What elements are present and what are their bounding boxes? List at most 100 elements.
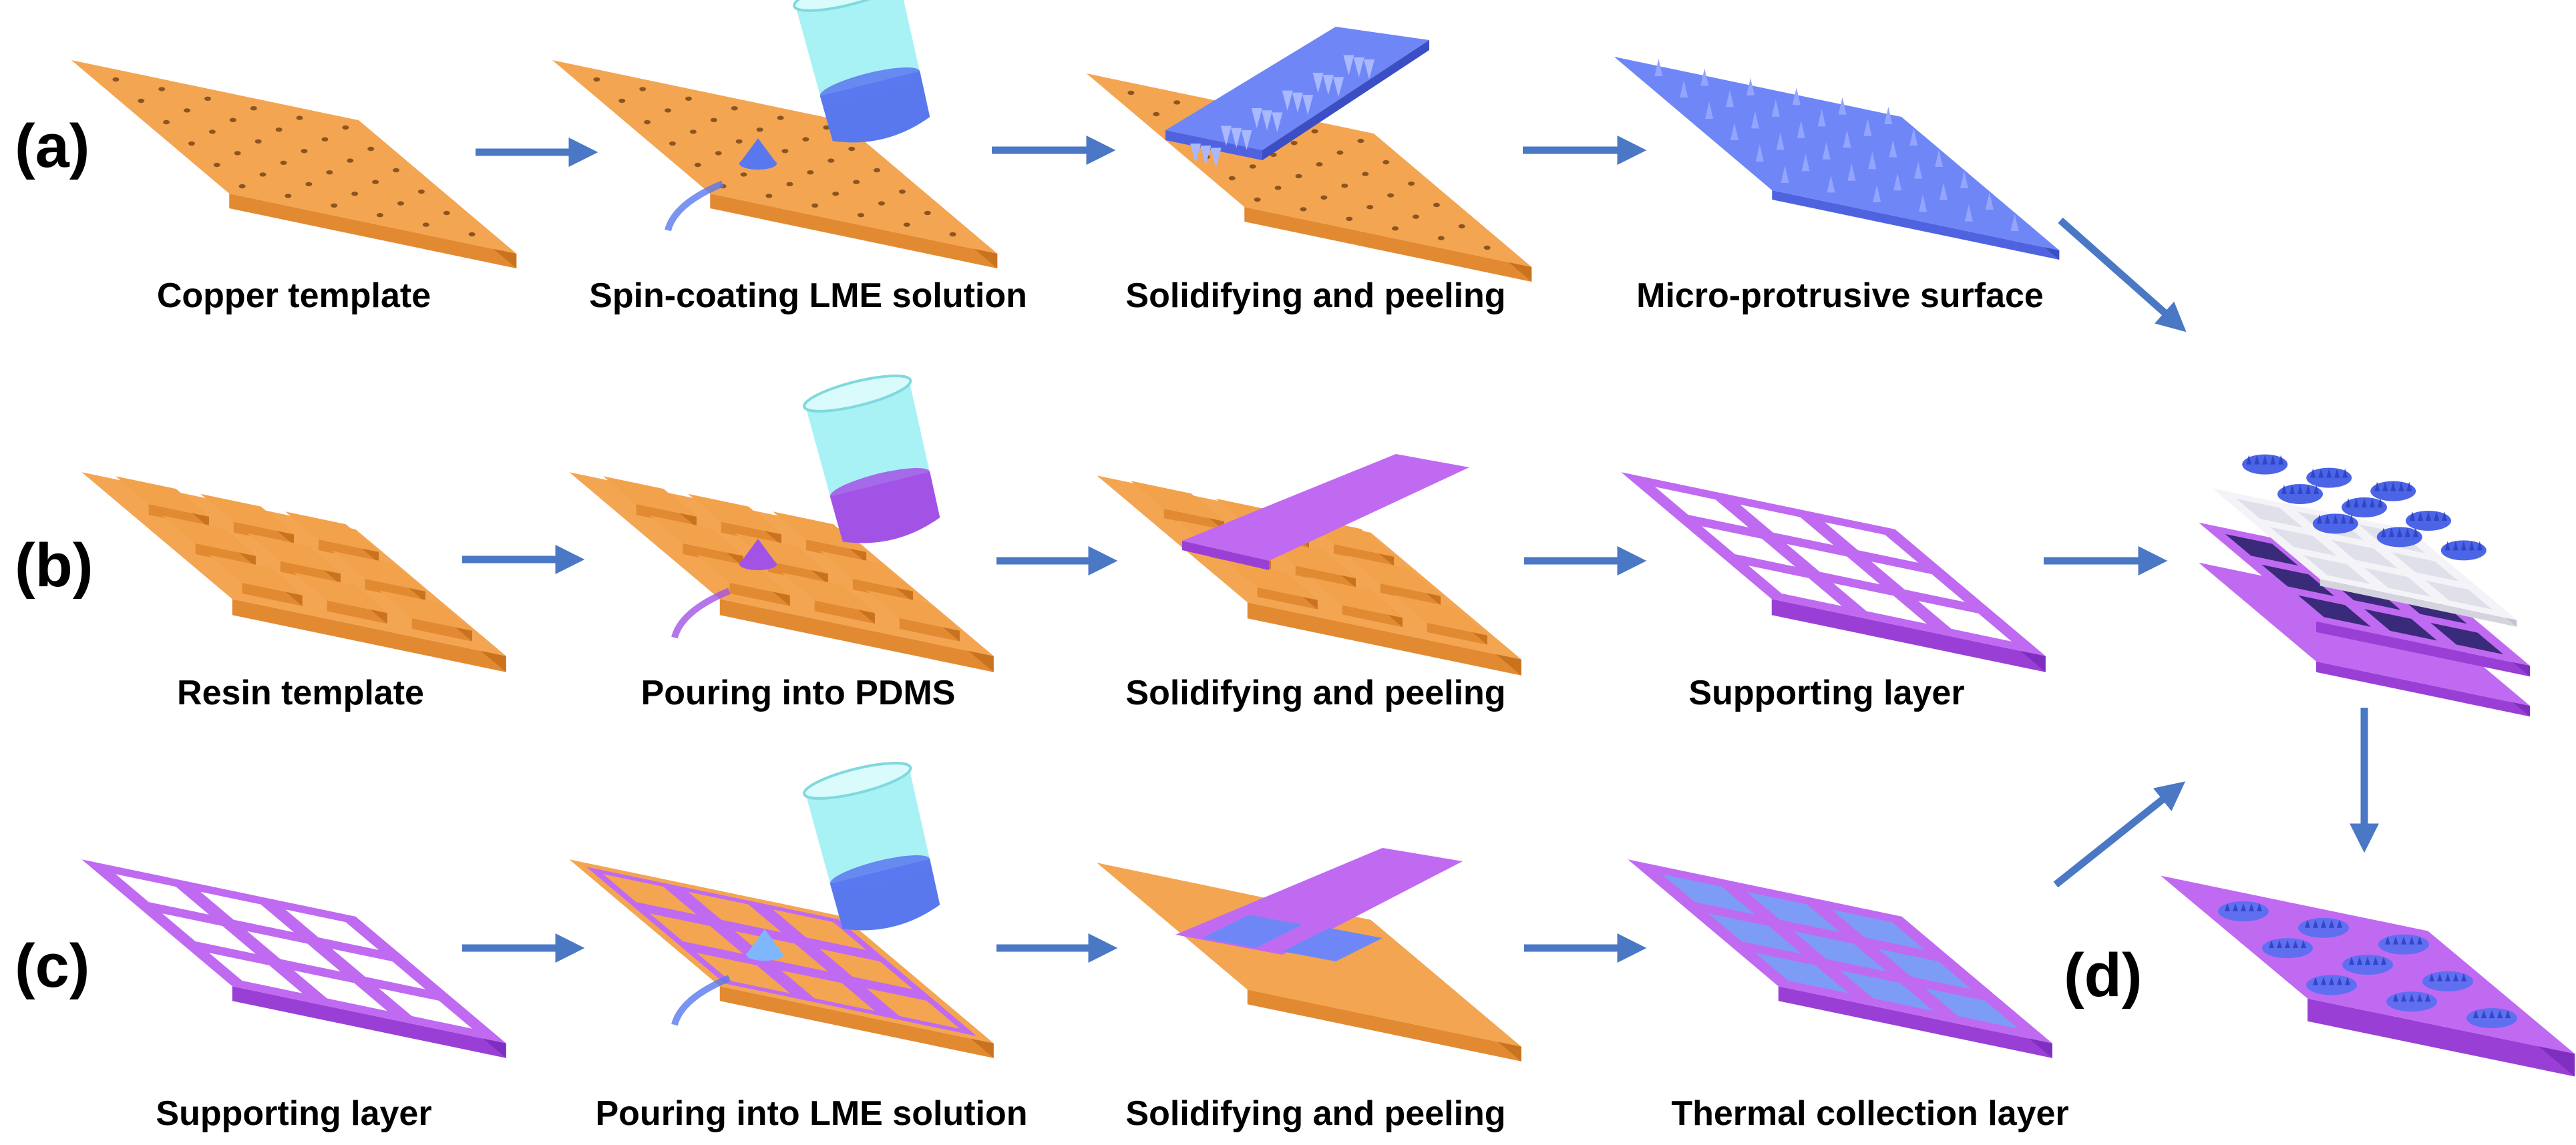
protrusion bbox=[1771, 99, 1780, 117]
hole-dot bbox=[1295, 174, 1302, 178]
device-pad bbox=[2466, 1008, 2517, 1029]
hole-dot bbox=[351, 192, 359, 196]
protrusion bbox=[1889, 140, 1897, 158]
hole-dot bbox=[393, 168, 400, 173]
hole-dot bbox=[618, 98, 626, 103]
hole-dot bbox=[259, 172, 266, 177]
protrusion bbox=[1935, 150, 1944, 167]
window-hole bbox=[1833, 583, 1927, 624]
protrusion-pad bbox=[2370, 481, 2416, 501]
hole-dot bbox=[903, 222, 910, 227]
hole-dot bbox=[827, 158, 835, 163]
hole-dot bbox=[1274, 186, 1282, 190]
resin-block bbox=[781, 572, 875, 614]
window-hole bbox=[2430, 622, 2504, 655]
resin-block bbox=[208, 555, 303, 596]
white-pad bbox=[2425, 580, 2493, 610]
hole-dot bbox=[188, 141, 195, 146]
row-a-label: (a) bbox=[15, 112, 89, 180]
resin-block bbox=[688, 493, 781, 535]
protrusion bbox=[1726, 89, 1734, 107]
protrusion bbox=[1909, 128, 1918, 146]
copper-plate bbox=[71, 60, 517, 268]
hole-dot bbox=[204, 96, 211, 101]
hole-dot bbox=[756, 128, 763, 132]
hole-dot bbox=[1387, 193, 1395, 198]
protrusion bbox=[2010, 214, 2019, 231]
device-pad bbox=[2262, 938, 2313, 959]
resin-block bbox=[247, 533, 341, 574]
hole-dot bbox=[234, 151, 241, 156]
collector-pad bbox=[1746, 891, 1840, 933]
block-side bbox=[242, 582, 303, 606]
hole-dot bbox=[802, 137, 809, 142]
hole-dot bbox=[280, 160, 287, 165]
window-hole bbox=[208, 953, 303, 993]
block-side bbox=[280, 561, 341, 585]
row-c-label: (c) bbox=[15, 932, 89, 1000]
collector-pad bbox=[1831, 909, 1925, 950]
collector-pad bbox=[1878, 949, 1972, 989]
hole-dot bbox=[422, 222, 429, 227]
protrusion bbox=[1654, 59, 1663, 76]
device-pad bbox=[2298, 917, 2349, 938]
hole-dot bbox=[331, 203, 338, 208]
beaker-pouring-icon bbox=[803, 375, 940, 543]
caption-a1: Copper template bbox=[157, 276, 431, 315]
resin-template-icon bbox=[81, 472, 506, 672]
protrusion bbox=[1843, 130, 1851, 148]
hole-dot bbox=[285, 194, 292, 198]
protrusion bbox=[1797, 120, 1805, 138]
hole-dot bbox=[832, 192, 840, 196]
hole-dot bbox=[275, 128, 283, 132]
caption-a2: Spin-coating LME solution bbox=[589, 276, 1027, 315]
block-side bbox=[683, 543, 743, 567]
caption-c2: Pouring into LME solution bbox=[595, 1094, 1027, 1133]
block-side bbox=[721, 521, 781, 545]
hole-dot bbox=[254, 139, 262, 144]
hole-dot bbox=[878, 201, 885, 206]
hole-dot bbox=[644, 120, 651, 125]
hole-dot bbox=[321, 137, 329, 142]
hole-dot bbox=[372, 180, 379, 184]
protrusion bbox=[1868, 152, 1877, 170]
hole-dot bbox=[367, 146, 375, 152]
protrusion bbox=[1985, 192, 1994, 210]
block-side bbox=[411, 618, 472, 642]
protrusion bbox=[1680, 80, 1688, 97]
white-pad bbox=[2392, 552, 2459, 582]
hole-dot bbox=[1336, 150, 1344, 155]
protrusion bbox=[1705, 101, 1714, 119]
hole-dot bbox=[1408, 181, 1415, 186]
peeling-film-icon bbox=[1097, 848, 1521, 1062]
resin-block bbox=[1224, 559, 1318, 600]
collector-pad bbox=[1925, 988, 2018, 1029]
peeling-film-icon bbox=[1097, 454, 1521, 676]
collector-pad bbox=[1840, 970, 1934, 1011]
hole-dot bbox=[898, 189, 906, 194]
protrusion-pad bbox=[2277, 484, 2323, 505]
hole-dot bbox=[1392, 226, 1399, 231]
block-side bbox=[729, 582, 790, 606]
block-side bbox=[365, 579, 426, 602]
block-side bbox=[1380, 584, 1441, 606]
hole-dot bbox=[296, 116, 303, 120]
hole-dot bbox=[1228, 176, 1236, 181]
hole-dot bbox=[853, 180, 860, 184]
hole-dot bbox=[213, 162, 220, 168]
thermal-collection-layer-icon bbox=[1628, 859, 2052, 1058]
window-hole bbox=[247, 931, 341, 972]
hole-dot bbox=[669, 141, 676, 146]
hole-dot bbox=[1320, 195, 1328, 200]
resin-block bbox=[696, 555, 790, 596]
hole-dot bbox=[208, 130, 216, 134]
protrusion bbox=[1776, 132, 1785, 150]
collector-pad bbox=[1662, 874, 1755, 915]
resin-block bbox=[1347, 555, 1441, 596]
protrusion bbox=[1817, 109, 1826, 127]
supporting-layer-icon bbox=[1621, 472, 2046, 672]
hole-dot bbox=[112, 77, 120, 82]
block-side bbox=[767, 561, 828, 585]
pdms-drop bbox=[739, 539, 777, 564]
block-side bbox=[814, 600, 875, 624]
